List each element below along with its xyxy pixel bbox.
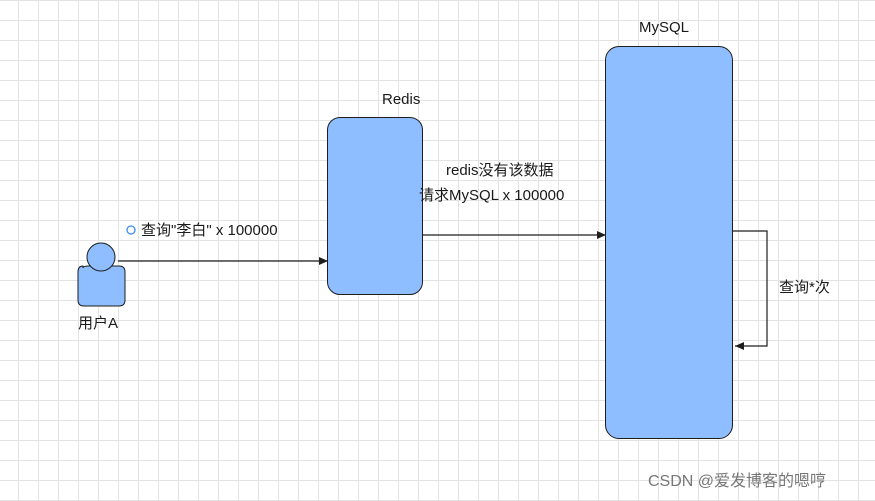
user-label: 用户A bbox=[78, 315, 119, 332]
mysql-node bbox=[605, 46, 733, 439]
edge-redis-to-mysql-label-line2: 请求MySQL x 100000 bbox=[419, 187, 565, 204]
edge-redis-to-mysql-label-line1: redis没有该数据 bbox=[446, 162, 554, 179]
user-actor-icon bbox=[77, 242, 126, 307]
edge-mysql-self-loop bbox=[733, 230, 768, 350]
mysql-label: MySQL bbox=[639, 19, 690, 36]
edge-label-handle-icon bbox=[126, 225, 136, 235]
edge-user-to-redis-label: 查询"李白" x 100000 bbox=[141, 222, 278, 239]
watermark: CSDN @爱发博客的嗯哼 bbox=[648, 473, 827, 490]
edge-mysql-self-loop-label: 查询*次 bbox=[779, 279, 830, 296]
redis-node bbox=[327, 117, 423, 295]
redis-label: Redis bbox=[382, 91, 421, 108]
